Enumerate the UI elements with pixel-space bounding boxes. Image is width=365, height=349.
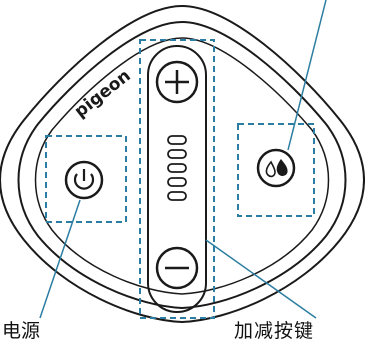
outer-housing: [0, 4, 365, 324]
droplet-mode-icon: [265, 158, 288, 178]
adjust-leader-line: [205, 239, 317, 319]
power-leader-line: [39, 199, 81, 319]
adjust-buttons-dashed-box: [139, 39, 215, 319]
mode-leader-line: [287, 0, 327, 151]
mode-button[interactable]: [256, 148, 296, 188]
level-indicator: [167, 191, 187, 201]
plus-icon: [165, 70, 189, 94]
adjust-buttons-label: 加减按键: [234, 320, 315, 342]
level-indicator: [167, 177, 187, 187]
power-button[interactable]: [64, 160, 104, 200]
center-strip: [147, 45, 207, 313]
level-indicator: [167, 163, 187, 173]
minus-button[interactable]: [155, 246, 199, 290]
mode-button-dashed-box: [237, 123, 315, 217]
inner-housing: [17, 20, 347, 310]
power-button-dashed-box: [45, 135, 127, 223]
level-indicator: [167, 149, 187, 159]
bevel-line: [34, 37, 330, 295]
brand-logo: pigeon: [71, 66, 135, 122]
level-indicators: [167, 135, 187, 201]
level-indicator: [167, 135, 187, 145]
power-label: 电源: [2, 320, 41, 342]
plus-button[interactable]: [155, 60, 199, 104]
power-icon: [73, 169, 95, 190]
